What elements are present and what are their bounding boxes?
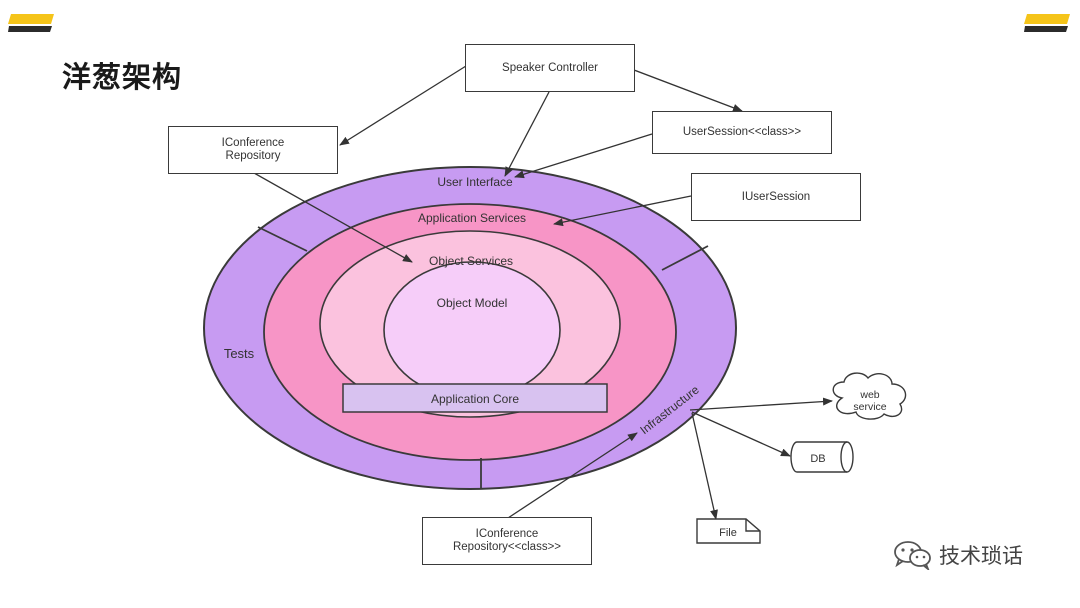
iconference-repository-class-box: IConference Repository<<class>> [422,517,592,565]
wechat-icon [894,541,931,570]
web-service-cloud [832,372,907,420]
arrow-controller-to-ui [504,91,550,177]
arrow-repositoryclass-to-infrastructure [507,432,638,519]
arrow-controller-to-repository [339,65,467,146]
slide-title: 洋葱架构 [62,60,183,94]
user-session-class-box: UserSession<<class>> [652,111,832,154]
iuser-session-box: IUserSession [691,173,861,221]
divider-left [257,226,308,252]
iconference-repository-class-label: IConference Repository<<class>> [452,528,562,553]
arrow-iusersession-to-appservices [553,195,692,227]
db-cylinder [790,441,854,473]
arrow-infrastructure-to-file [691,412,718,520]
divider-right [661,245,709,271]
iuser-session-label: IUserSession [741,190,811,203]
label-object-services: Object Services [429,254,513,268]
label-tests: Tests [224,346,255,361]
label-user-interface: User Interface [437,175,513,189]
label-db: DB [810,453,825,465]
iconference-repository-box: IConference Repository [168,126,338,174]
speaker-controller-box: Speaker Controller [465,44,635,92]
label-application-core: Application Core [431,392,519,406]
label-web-service-line2: service [853,401,886,413]
arrow-infrastructure-to-webservice [689,397,833,411]
file-document [696,518,761,544]
corner-decoration-right [1024,14,1070,32]
iconference-repository-label: IConference Repository [221,137,285,162]
watermark-text: 技术琐话 [939,544,1023,568]
speaker-controller-label: Speaker Controller [502,61,598,74]
label-web-service-line1: web [859,389,879,401]
user-session-class-label: UserSession<<class>> [682,126,802,138]
application-core-bar [342,383,608,413]
label-application-services: Application Services [418,211,526,225]
arrow-infrastructure-to-db [691,411,791,457]
watermark: 技术琐话 [893,540,1023,570]
arrow-usersession-to-ui [514,133,653,179]
label-object-model: Object Model [437,296,508,310]
arrow-controller-to-usersession [633,69,743,112]
corner-decoration-left [8,14,54,32]
label-file: File [719,527,737,539]
arrow-repository-to-objectservices [253,172,413,263]
object-model-core [383,261,561,399]
file-fold [745,519,760,532]
